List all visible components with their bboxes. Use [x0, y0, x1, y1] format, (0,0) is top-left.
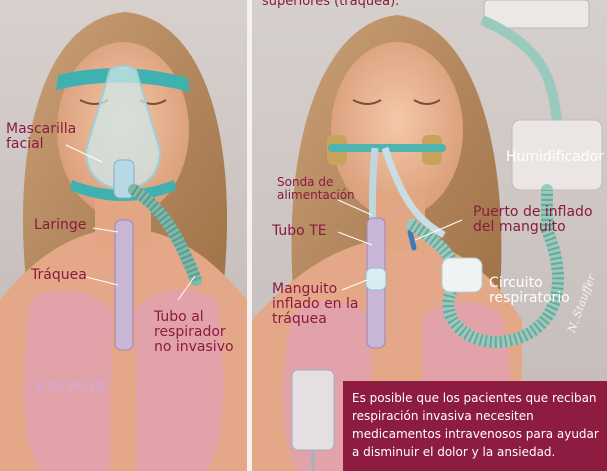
y-connector: [442, 258, 482, 292]
label-circuit: Circuito respiratorio: [489, 276, 570, 306]
iv-bag: [292, 370, 334, 450]
top-text: superiores (tráquea).: [262, 0, 399, 9]
label-humidifier: Humidificador: [506, 150, 604, 165]
label-trachea: Tráquea: [31, 268, 87, 283]
panel-noninvasive: Mascarilla facial Laringe Tráquea Tubo a…: [0, 0, 247, 471]
label-tube: Tubo al respirador no invasivo: [154, 310, 234, 355]
label-mask: Mascarilla facial: [6, 122, 76, 152]
label-feeding-tube: Sonda de alimentación: [277, 176, 355, 202]
label-lung: PULMÓN: [36, 380, 107, 395]
label-te-tube: Tubo TE: [272, 224, 327, 239]
label-cuff-port: Puerto de inflado del manguito: [473, 205, 593, 235]
caption-text: Es posible que los pacientes que reciban…: [352, 389, 602, 461]
label-larynx: Laringe: [34, 218, 86, 233]
inflated-cuff: [366, 268, 386, 290]
label-cuff: Manguito inflado en la tráquea: [272, 282, 358, 327]
noninvasive-illustration: [0, 0, 247, 471]
caption-box: Es posible que los pacientes que reciban…: [343, 381, 607, 471]
